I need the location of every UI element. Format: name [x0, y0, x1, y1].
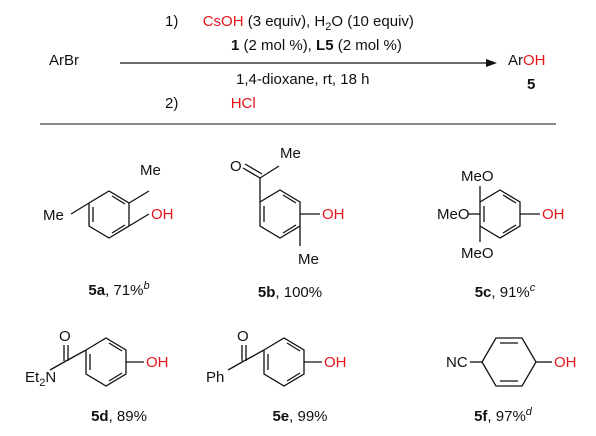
o-label-5e: O: [237, 328, 249, 345]
step2-acid: HCl: [230, 95, 256, 112]
water-subscript: 2: [325, 21, 332, 33]
ph-label-5e: Ph: [206, 369, 224, 386]
step1-base: CsOH: [202, 13, 244, 30]
step1-line: 1) CsOH (3 equiv), H2O (10 equiv): [165, 13, 414, 36]
oh-label-5a: OH: [151, 206, 174, 223]
product-number: 5: [527, 76, 536, 93]
catalyst-number: 1: [231, 37, 240, 54]
caption-5a: 5a, 71%b: [88, 280, 150, 300]
oh-label-5b: OH: [322, 206, 345, 223]
reactant-label: ArBr: [49, 52, 79, 69]
caption-5f: 5f, 97%d: [474, 406, 532, 426]
me-label-5b-bottom: Me: [298, 251, 319, 268]
solvent-conditions: 1,4-dioxane, rt, 18 h: [236, 71, 370, 88]
structure-5d: O Et2N OH: [25, 328, 169, 389]
me-label-5a-top: Me: [140, 162, 161, 179]
amide-nitrogen-label: Et2N: [25, 369, 56, 389]
product-ar: Ar: [508, 52, 523, 69]
step1-tail: O (10 equiv): [331, 13, 414, 30]
step1-number: 1): [165, 13, 179, 30]
oh-label-5c: OH: [542, 206, 565, 223]
nc-label-5f: NC: [446, 354, 468, 371]
meo-label-5c-top: MeO: [461, 168, 494, 185]
caption-5e: 5e, 99%: [272, 408, 328, 425]
oh-label-5e: OH: [324, 354, 347, 371]
structure-5b: O Me OH Me: [230, 145, 345, 268]
structure-5e: O Ph OH: [206, 328, 347, 387]
step1-equiv: (3 equiv), H: [243, 13, 326, 30]
me-label-5a-left: Me: [43, 207, 64, 224]
catalyst-line: 1 (2 mol %), L5 (2 mol %): [231, 37, 402, 55]
me-label-5b-top: Me: [280, 145, 301, 162]
caption-5c: 5c, 91%c: [474, 282, 536, 302]
caption-5d: 5d, 89%: [91, 408, 147, 425]
structure-5a: Me Me OH: [43, 162, 174, 239]
meo-label-5c-middle: MeO: [437, 206, 470, 223]
ligand-loading: (2 mol %): [333, 37, 402, 54]
caption-5b: 5b, 100%: [257, 284, 323, 301]
step2-line: 2) HCl: [165, 95, 256, 113]
oh-label-5f: OH: [554, 354, 577, 371]
o-label-5d: O: [59, 328, 71, 345]
structure-5c: MeO MeO MeO OH: [437, 168, 565, 262]
o-label-5b: O: [230, 158, 242, 175]
product-label: ArOH: [508, 52, 546, 70]
catalyst-loading: (2 mol %),: [239, 37, 317, 54]
structure-5f: NC OH: [446, 337, 577, 387]
meo-label-5c-bottom: MeO: [461, 245, 494, 262]
product-oh: OH: [523, 52, 546, 69]
oh-label-5d: OH: [146, 354, 169, 371]
step2-number: 2): [165, 95, 179, 112]
ligand-name: L5: [316, 37, 334, 54]
